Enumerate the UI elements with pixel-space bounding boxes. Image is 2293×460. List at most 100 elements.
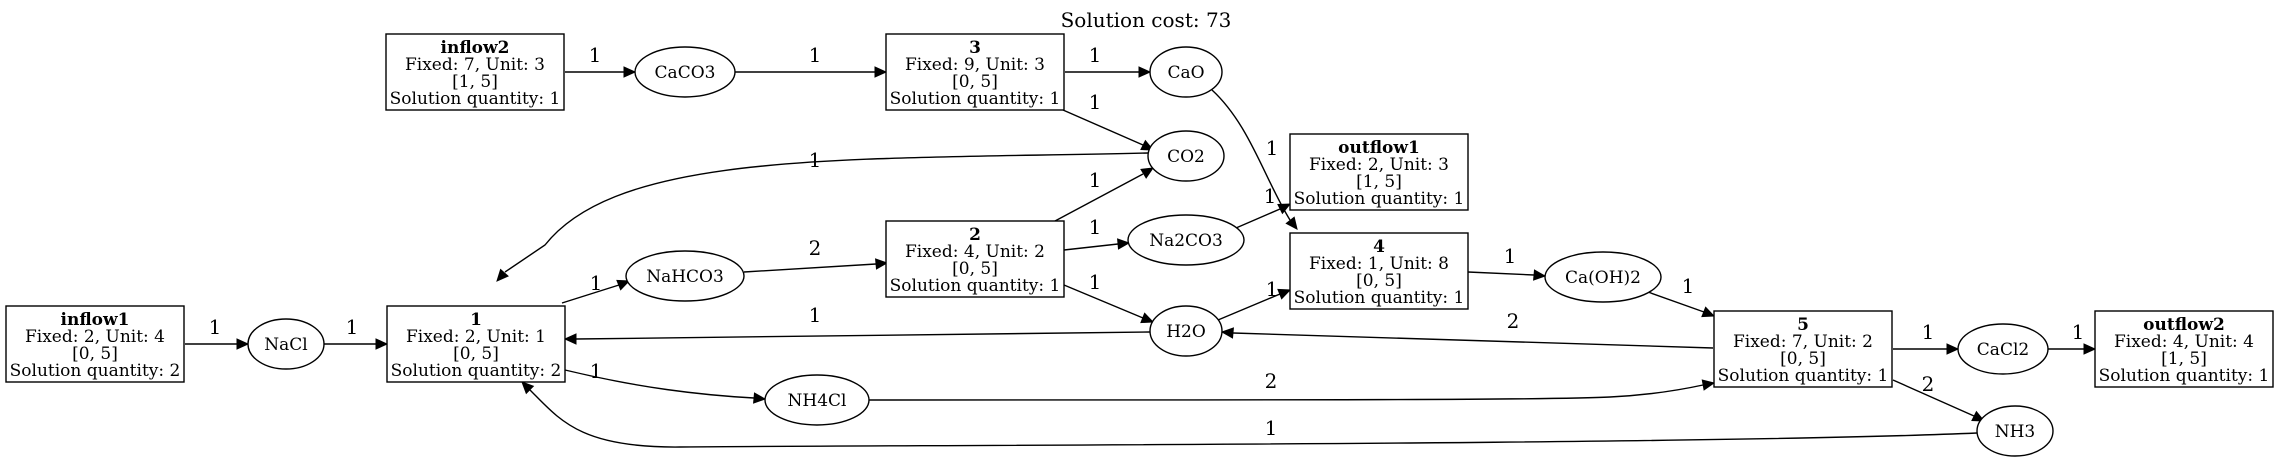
arrowhead xyxy=(375,338,389,350)
chemical-node-CaCl2[interactable]: CaCl2 xyxy=(1957,323,2049,375)
edge-label: 1 xyxy=(1089,270,1102,294)
edge-p5-CaCl2: 1 xyxy=(1893,320,1960,355)
arrowhead xyxy=(1701,306,1716,318)
process-detail-line: Solution quantity: 2 xyxy=(391,361,562,381)
arrowhead xyxy=(875,258,889,270)
chemical-ellipse xyxy=(1544,251,1662,303)
chemical-ellipse xyxy=(1149,46,1223,98)
process-title: 5 xyxy=(1797,315,1809,335)
process-detail-line: Solution quantity: 1 xyxy=(890,276,1061,296)
arrowhead xyxy=(874,66,888,78)
chemical-node-CaCO3[interactable]: CaCO3 xyxy=(634,46,736,98)
edge-line xyxy=(529,389,1978,448)
chemical-node-NaHCO3[interactable]: NaHCO3 xyxy=(625,250,745,302)
edge-line xyxy=(1063,243,1119,251)
process-detail-line: Fixed: 9, Unit: 3 xyxy=(905,55,1045,75)
edge-line xyxy=(1063,284,1144,319)
edge-p3-CO2: 1 xyxy=(1062,90,1155,151)
process-title: 4 xyxy=(1373,237,1385,257)
process-box xyxy=(1289,133,1469,211)
chemical-label: CO2 xyxy=(1167,147,1205,167)
arrowhead xyxy=(236,338,250,350)
chemical-node-CaOH2[interactable]: Ca(OH)2 xyxy=(1544,251,1662,303)
process-detail-line: Fixed: 2, Unit: 4 xyxy=(25,327,165,347)
edge-label: 1 xyxy=(1922,320,1935,344)
chemical-ellipse xyxy=(1976,405,2054,457)
edge-p2-CO2: 1 xyxy=(1054,167,1155,222)
edge-label: 1 xyxy=(346,315,359,339)
edge-line xyxy=(868,384,1704,401)
process-detail-line: Fixed: 2, Unit: 3 xyxy=(1309,155,1449,175)
edge-label: 1 xyxy=(1265,416,1278,440)
edge-label: 2 xyxy=(1922,372,1935,396)
chemical-node-NH4Cl[interactable]: NH4Cl xyxy=(764,374,870,426)
edge-line xyxy=(1217,293,1281,321)
edge-label: 1 xyxy=(209,315,222,339)
edge-p2-Na2CO3: 1 xyxy=(1063,215,1131,251)
process-detail-line: Solution quantity: 1 xyxy=(2099,366,2270,386)
arrowhead xyxy=(1533,269,1547,281)
edge-H2O-p1: 1 xyxy=(563,303,1151,345)
edge-H2O-p4: 1 xyxy=(1217,277,1292,321)
edge-p1-NaHCO3: 1 xyxy=(561,271,631,304)
edge-p4-CaOH2: 1 xyxy=(1467,244,1547,281)
process-detail-line: [0, 5] xyxy=(1780,349,1826,369)
arrowhead xyxy=(521,381,535,395)
edge-NH4Cl-p5: 2 xyxy=(868,369,1716,401)
chemical-label: Ca(OH)2 xyxy=(1565,268,1641,288)
edge-p2-H2O: 1 xyxy=(1063,270,1155,324)
process-detail-line: Fixed: 7, Unit: 3 xyxy=(405,55,545,75)
arrowhead xyxy=(1277,288,1292,300)
edge-CaCO3-p3: 1 xyxy=(735,43,888,78)
edge-label: 1 xyxy=(1266,277,1279,301)
process-box xyxy=(885,33,1065,111)
process-box xyxy=(1289,232,1469,310)
chemical-node-CaO[interactable]: CaO xyxy=(1149,46,1223,98)
arrowhead xyxy=(753,392,767,404)
edge-label: 2 xyxy=(1507,309,1520,333)
process-box xyxy=(5,305,185,383)
process-detail-line: [1, 5] xyxy=(1356,172,1402,192)
process-title: outflow1 xyxy=(1338,138,1420,158)
edge-NaCl-p1: 1 xyxy=(324,315,389,350)
chemical-label: NaCl xyxy=(264,335,307,355)
chemical-ellipse xyxy=(764,374,870,426)
chemical-node-CO2[interactable]: CO2 xyxy=(1147,130,1225,182)
graph-title: Solution cost: 73 xyxy=(1061,8,1232,32)
process-detail-line: Solution quantity: 1 xyxy=(890,89,1061,109)
process-detail-line: [1, 5] xyxy=(2161,349,2207,369)
arrowhead xyxy=(1140,167,1155,179)
arrowhead xyxy=(1140,312,1155,324)
arrowhead xyxy=(2083,343,2097,355)
process-detail-line: [0, 5] xyxy=(952,72,998,92)
chemical-node-H2O[interactable]: H2O xyxy=(1149,305,1223,357)
edge-NH3-p1: 1 xyxy=(521,381,1978,448)
process-detail-line: [1, 5] xyxy=(452,72,498,92)
edge-line xyxy=(1211,89,1291,221)
process-title: 1 xyxy=(470,310,482,330)
edge-label: 1 xyxy=(2072,320,2085,344)
chemical-label: NH3 xyxy=(1995,422,2036,442)
process-title: outflow2 xyxy=(2143,315,2225,335)
chemical-node-NaCl[interactable]: NaCl xyxy=(247,318,325,370)
edge-label: 1 xyxy=(809,43,822,67)
process-box xyxy=(385,33,565,111)
arrowhead xyxy=(1946,343,1960,355)
chemical-node-NH3[interactable]: NH3 xyxy=(1976,405,2054,457)
process-detail-line: [0, 5] xyxy=(453,344,499,364)
process-detail-line: Fixed: 4, Unit: 4 xyxy=(2114,332,2254,352)
edge-line xyxy=(504,152,1149,273)
process-title: inflow1 xyxy=(61,310,130,330)
chemical-node-Na2CO3[interactable]: Na2CO3 xyxy=(1127,214,1245,266)
process-detail-line: Fixed: 1, Unit: 8 xyxy=(1309,254,1449,274)
